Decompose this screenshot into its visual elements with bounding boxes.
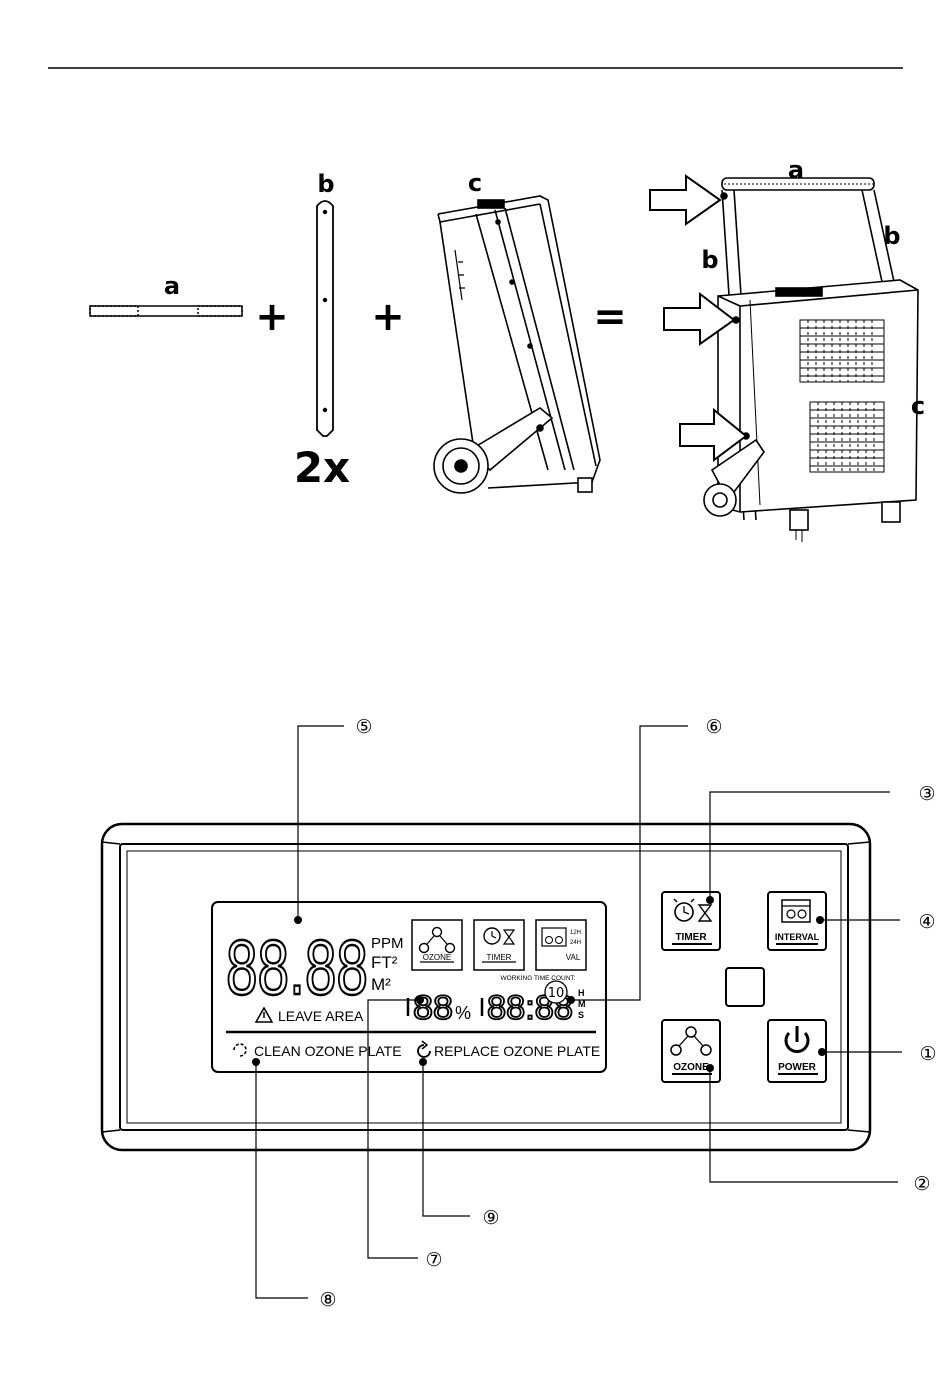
power-button-label: POWER [778, 1062, 817, 1073]
plus-sign-2: + [371, 294, 405, 340]
part-c-label: c [468, 169, 482, 197]
percent-sign: % [455, 1003, 471, 1023]
callout-4: ④ [918, 911, 935, 933]
plus-sign-1: + [255, 294, 289, 340]
part-b-label: b [317, 170, 334, 198]
replace-ozone-plate-text: REPLACE OZONE PLATE [434, 1043, 600, 1059]
unit-m2: M² [371, 975, 391, 994]
unit-ft2: FT² [371, 953, 398, 972]
result-c-label: c [911, 392, 925, 420]
ozone-button-label: OZONE [673, 1062, 709, 1073]
part-a-handle [90, 306, 242, 316]
quantity-label: 2x [294, 443, 350, 492]
main-digits: 88.88 [226, 923, 368, 1011]
percent-digits: 88 [413, 989, 453, 1027]
equals-sign: = [593, 294, 627, 340]
callout-10-label: 10 [548, 986, 565, 1001]
lcd-ozone-label: OZONE [423, 953, 451, 962]
unit-ppm: PPM [371, 935, 404, 952]
indicator-square [726, 968, 764, 1006]
part-a-label: a [164, 272, 180, 300]
callout-6: ⑥ [705, 716, 722, 738]
time-unit-s: S [578, 1010, 584, 1020]
result-a-label: a [788, 156, 804, 184]
interval-button-label: INTERVAL [775, 932, 820, 942]
callout-10: 10 [545, 981, 567, 1003]
lcd-interval-label: VAL [566, 953, 581, 962]
callout-1: ① [919, 1043, 936, 1065]
callout-7: ⑦ [425, 1249, 442, 1271]
callout-8: ⑧ [319, 1289, 336, 1311]
clean-ozone-plate-text: CLEAN OZONE PLATE [254, 1043, 402, 1059]
callout-9: ⑨ [482, 1207, 499, 1229]
result-b-label-right: b [883, 222, 900, 250]
leave-area-text: LEAVE AREA [278, 1008, 364, 1024]
time-unit-h: H [578, 988, 585, 998]
callout-5: ⑤ [355, 716, 372, 738]
timer-button-label: TIMER [675, 932, 707, 943]
callout-2: ② [913, 1173, 930, 1195]
result-b-label-left: b [701, 246, 718, 274]
interval-12h: 12H [570, 930, 581, 936]
interval-24h: 24H [570, 940, 581, 946]
working-time-count: WORKING TIME COUNT: [501, 975, 576, 982]
callout-3: ③ [918, 783, 935, 805]
arrow-handle-icon [650, 176, 720, 224]
part-c-unit [434, 196, 600, 493]
part-b-rail [317, 201, 333, 436]
lcd-timer-label: TIMER [487, 953, 512, 962]
